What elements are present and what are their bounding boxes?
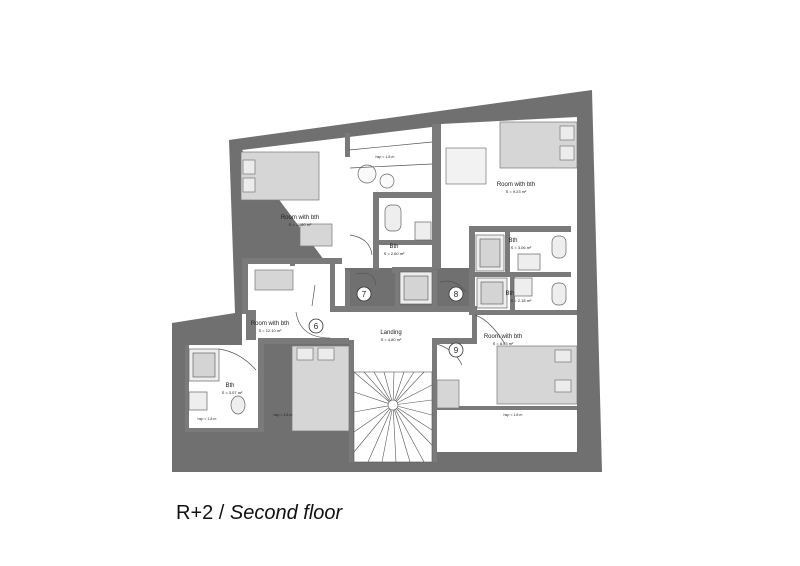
door-number-6: 6 bbox=[308, 318, 324, 334]
desk-room-6 bbox=[254, 269, 294, 291]
height-note: hsp < 1.8 m bbox=[274, 413, 293, 417]
door-swings bbox=[218, 141, 506, 371]
room-label: Bth bbox=[225, 383, 234, 389]
room-area: S = 12.10 m² bbox=[258, 328, 282, 333]
door-number-label: 6 bbox=[314, 322, 319, 331]
floor-name: Second floor bbox=[229, 502, 343, 524]
sink-bath-8a bbox=[517, 253, 541, 271]
room-area: S = 2.18 m² bbox=[511, 298, 532, 303]
height-notes: hsp < 1.8 m hsp < 1.8 m hsp < 1.8 m hsp … bbox=[198, 155, 523, 421]
room-area: S = 8.03 m² bbox=[493, 341, 514, 346]
room-area: S = 3.06 m² bbox=[511, 245, 532, 250]
desk-top-left bbox=[299, 223, 333, 247]
room-label: Room with bth bbox=[281, 215, 319, 221]
toilet-bath-6 bbox=[230, 395, 246, 415]
room-labels: Room with bth S = 11.60 m² Room with bth… bbox=[222, 182, 536, 395]
door-number-label: 8 bbox=[454, 290, 459, 299]
room-area: S = 11.60 m² bbox=[289, 222, 312, 227]
desk-top-right bbox=[445, 147, 487, 185]
room-label: Room with bth bbox=[497, 182, 535, 188]
room-label: Room with bth bbox=[484, 334, 522, 340]
room-area: S = 3.07 m² bbox=[222, 390, 243, 395]
room-label: Bth bbox=[508, 238, 517, 244]
door-number-8: 8 bbox=[448, 286, 464, 302]
sink-bath-7 bbox=[414, 221, 432, 241]
floor-level: R+2 bbox=[176, 502, 214, 524]
room-label: Bth bbox=[389, 244, 398, 250]
sink-bath-8b bbox=[513, 277, 533, 297]
furniture bbox=[240, 121, 578, 432]
toilet-bath-8a bbox=[551, 235, 567, 259]
caption-separator: / bbox=[213, 502, 230, 524]
height-note: hsp < 1.8 m bbox=[376, 155, 395, 159]
stool-b bbox=[379, 173, 395, 189]
height-note: hsp < 1.8 m bbox=[504, 413, 523, 417]
bed-top-left bbox=[240, 151, 320, 201]
room-label: Room with bth bbox=[251, 321, 289, 327]
sink-bath-6 bbox=[188, 391, 208, 411]
interior-walls bbox=[185, 124, 577, 462]
staircase bbox=[353, 371, 433, 463]
room-label: Bth bbox=[505, 291, 514, 297]
desk-room-9 bbox=[436, 379, 460, 409]
stool-a bbox=[357, 164, 377, 184]
door-number-9: 9 bbox=[448, 342, 464, 358]
height-note: hsp < 1.8 m bbox=[198, 417, 217, 421]
toilet-bath-7 bbox=[384, 204, 402, 232]
bath-fixtures bbox=[188, 164, 567, 415]
room-area: S = 2.60 m² bbox=[384, 251, 405, 256]
floor-caption: R+2 / Second floor bbox=[176, 502, 342, 525]
door-number-7: 7 bbox=[356, 286, 372, 302]
room-area: S = 4.80 m² bbox=[381, 337, 402, 342]
room-area: S = 9.23 m² bbox=[506, 189, 527, 194]
door-number-label: 9 bbox=[454, 346, 459, 355]
door-number-label: 7 bbox=[362, 290, 367, 299]
room-label: Landing bbox=[380, 330, 401, 336]
toilet-bath-8b bbox=[551, 282, 567, 306]
